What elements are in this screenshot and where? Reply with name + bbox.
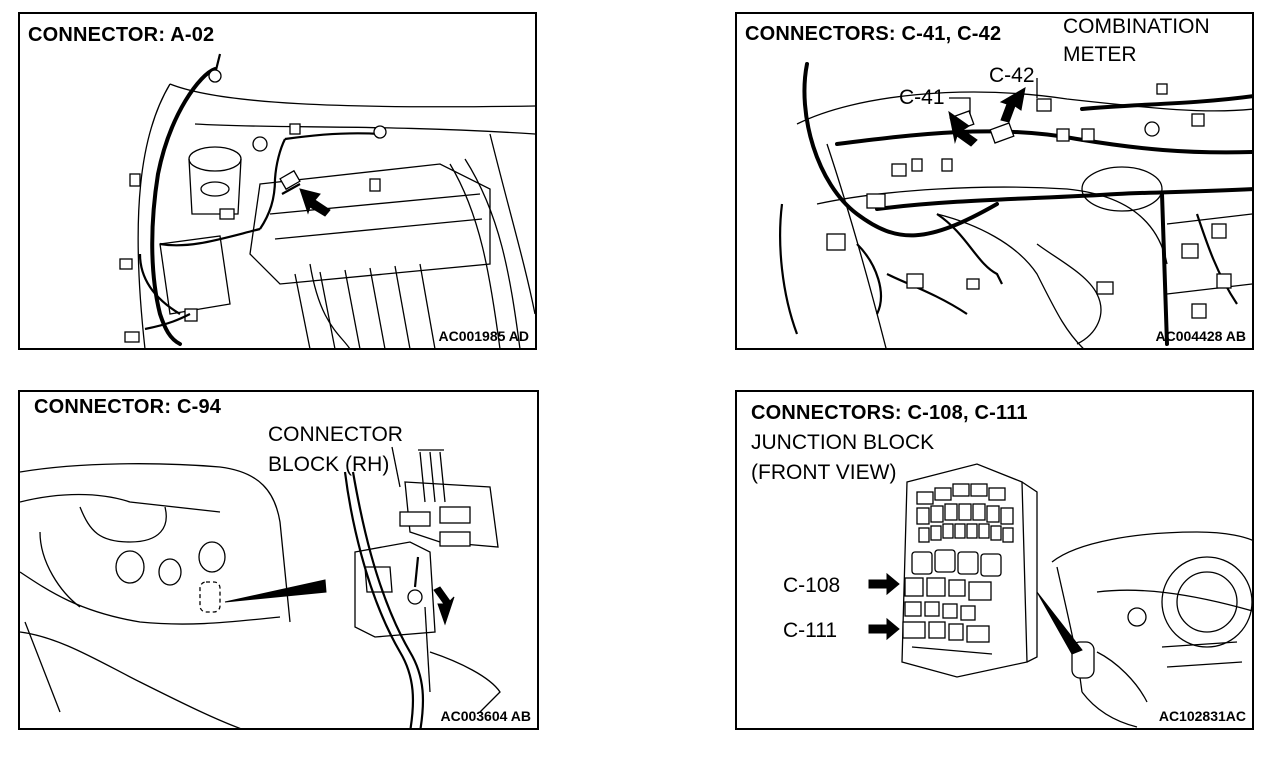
panel-title: CONNECTORS: C-108, C-111 bbox=[751, 402, 1028, 424]
callout-c42: C-42 bbox=[989, 64, 1035, 87]
panel-title: CONNECTORS: C-41, C-42 bbox=[745, 23, 1002, 45]
panel-connectors-c108-c111: CONNECTORS: C-108, C-111 JUNCTION BLOCK … bbox=[735, 390, 1254, 730]
connector-block-label-line1: CONNECTOR bbox=[268, 423, 403, 446]
panel-connector-a02: CONNECTOR: A-02 AC001985 AD bbox=[18, 12, 537, 350]
junction-block-label-line1: JUNCTION BLOCK bbox=[751, 431, 935, 454]
connector-block-label-line2: BLOCK (RH) bbox=[268, 453, 390, 476]
callout-c111: C-111 bbox=[783, 619, 838, 642]
panel-connector-c94: CONNECTOR: C-94 CONNECTOR BLOCK (RH) AC0… bbox=[18, 390, 539, 730]
engine-bay-illustration bbox=[119, 53, 535, 348]
figure-code: AC102831AC bbox=[1158, 708, 1246, 724]
figure-code: AC001985 AD bbox=[438, 328, 529, 344]
callout-c41: C-41 bbox=[899, 86, 945, 109]
junction-block-illustration bbox=[868, 463, 1252, 728]
figure-code: AC003604 AB bbox=[440, 708, 531, 724]
fuse-grid bbox=[916, 483, 1014, 543]
combination-meter-label-line2: METER bbox=[1063, 43, 1137, 66]
instrument-panel-illustration bbox=[779, 62, 1252, 348]
dashboard-rh-illustration bbox=[20, 446, 501, 728]
callout-c108: C-108 bbox=[783, 574, 841, 597]
figure-code: AC004428 AB bbox=[1155, 328, 1246, 344]
panel-title: CONNECTOR: A-02 bbox=[28, 24, 215, 46]
junction-block-label-line2: (FRONT VIEW) bbox=[751, 461, 897, 484]
combination-meter-label-line1: COMBINATION bbox=[1063, 15, 1210, 38]
panel-connectors-c41-c42: CONNECTORS: C-41, C-42 COMBINATION METER… bbox=[735, 12, 1254, 350]
panel-title: CONNECTOR: C-94 bbox=[34, 396, 222, 418]
